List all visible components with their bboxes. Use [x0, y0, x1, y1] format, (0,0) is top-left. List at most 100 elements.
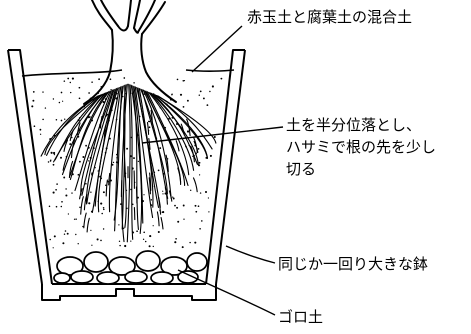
- soil-speck: [174, 241, 177, 244]
- soil-speck: [207, 197, 209, 199]
- root-strand: [83, 193, 88, 211]
- soil-speck: [91, 244, 93, 246]
- soil-speck: [55, 188, 57, 191]
- trunk: [83, 0, 177, 105]
- soil-speck: [53, 235, 56, 238]
- soil-speck: [201, 220, 203, 222]
- root-strand: [76, 122, 81, 136]
- soil-speck: [64, 230, 67, 232]
- soil-speck: [78, 97, 81, 100]
- branch: [137, 0, 156, 33]
- soil-speck: [118, 240, 121, 242]
- soil-speck: [56, 183, 58, 185]
- gravel-stone: [53, 272, 71, 284]
- soil-speck: [126, 147, 129, 150]
- root-strand: [99, 116, 103, 129]
- soil-speck: [39, 133, 42, 135]
- soil-speck: [60, 205, 63, 208]
- root-strand: [142, 89, 172, 199]
- gravel-stone: [96, 271, 120, 285]
- soil-speck: [189, 241, 191, 244]
- soil-speck: [148, 245, 151, 248]
- soil-surface-line: [21, 69, 235, 77]
- soil-speck: [179, 93, 183, 96]
- soil-speck: [124, 244, 127, 248]
- soil-speck: [63, 176, 66, 179]
- label-pot: 同じか一回り大きな鉢: [278, 255, 429, 273]
- soil-speck: [88, 202, 91, 205]
- root-strand: [62, 92, 107, 171]
- label-gravel: ゴロ土: [278, 308, 324, 326]
- soil-speck: [199, 192, 202, 194]
- soil-speck: [149, 235, 152, 238]
- root-strand: [86, 217, 90, 233]
- root-strand: [129, 84, 134, 240]
- soil-speck: [88, 92, 90, 94]
- root-strand: [44, 94, 102, 156]
- soil-speck: [48, 205, 51, 208]
- soil-speck: [198, 94, 201, 96]
- soil-speck: [112, 161, 115, 164]
- soil-speck: [136, 230, 138, 233]
- soil-speck: [144, 240, 147, 243]
- soil-speck: [133, 157, 135, 160]
- soil-speck: [211, 85, 214, 88]
- root-strand: [86, 88, 116, 204]
- root-strand: [123, 84, 127, 228]
- branch: [127, 0, 132, 27]
- soil-speck: [189, 189, 192, 192]
- gravel-stone: [108, 256, 136, 276]
- soil-speck: [75, 218, 77, 220]
- root-strand: [105, 179, 108, 197]
- soil-speck: [194, 204, 197, 207]
- soil-speck: [183, 79, 186, 82]
- root-strand: [70, 139, 76, 159]
- soil-speck: [159, 147, 162, 150]
- soil-speck: [75, 233, 77, 236]
- label-root-prune-line-2: ハサミで根の先を少し: [286, 138, 437, 156]
- soil-speck: [60, 119, 63, 122]
- soil-speck: [79, 206, 81, 209]
- soil-speck: [213, 135, 216, 139]
- soil-speck: [64, 118, 66, 120]
- root-strand: [130, 84, 143, 234]
- soil-speck: [63, 80, 66, 82]
- soil-speck: [199, 90, 202, 93]
- gravel-layer: [53, 250, 208, 285]
- root-strand: [180, 123, 185, 136]
- root-strand: [40, 95, 99, 157]
- soil-speck: [71, 192, 73, 194]
- root-strand: [83, 212, 87, 229]
- gravel-stone: [135, 250, 161, 272]
- soil-speck: [176, 78, 179, 81]
- root-strand: [146, 91, 189, 187]
- gravel-stone: [150, 271, 174, 285]
- root-strand: [148, 137, 151, 150]
- soil-speck: [143, 194, 145, 196]
- soil-speck: [182, 79, 185, 82]
- soil-speck: [96, 238, 99, 241]
- soil-speck: [90, 191, 92, 193]
- soil-speck: [52, 163, 55, 166]
- soil-speck: [208, 211, 210, 213]
- soil-speck: [150, 199, 153, 201]
- root-strand: [160, 216, 164, 230]
- soil-speck: [202, 97, 205, 100]
- soil-speck: [88, 160, 90, 162]
- root-strand: [103, 125, 107, 141]
- soil-speck: [66, 232, 69, 235]
- soil-speck: [47, 161, 50, 163]
- soil-speck: [133, 82, 135, 84]
- soil-speck: [148, 120, 151, 123]
- soil-speck: [119, 244, 121, 247]
- root-strand: [63, 139, 69, 152]
- root-strand: [138, 87, 160, 208]
- soil-speck: [182, 106, 185, 108]
- soil-speck: [98, 78, 100, 81]
- soil-speck: [67, 213, 70, 215]
- root-strand: [133, 85, 144, 224]
- soil-speck: [206, 104, 209, 107]
- soil-speck: [100, 202, 103, 205]
- soil-speck: [197, 148, 200, 150]
